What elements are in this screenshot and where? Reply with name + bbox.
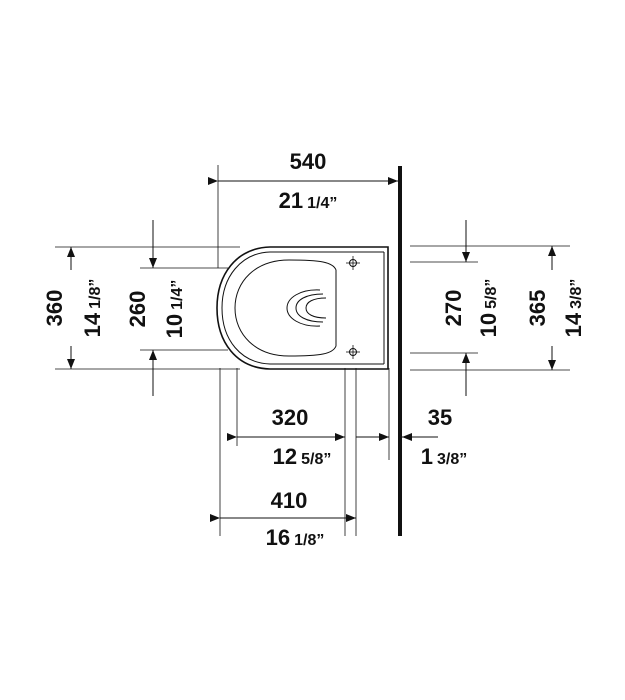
dimension-back-width: 270 105/8” [410, 220, 501, 396]
outlet-icon [286, 289, 327, 327]
seat-width-mm: 360 [42, 290, 67, 327]
back-width-inch: 105/8” [476, 279, 501, 338]
rim-width-mm: 260 [125, 291, 150, 328]
wall [398, 166, 402, 536]
overall-length-mm: 540 [290, 149, 327, 174]
seat-width-inch: 141/8” [80, 279, 105, 338]
back-width-mm: 270 [441, 290, 466, 327]
fixing-hole-icon [346, 256, 360, 270]
rim-width-inch: 101/4” [162, 280, 187, 339]
fixing-hole-icon [346, 345, 360, 359]
mount-width-inch: 143/8” [561, 279, 586, 338]
mount-width-mm: 365 [525, 290, 550, 327]
fixing-distance-mm: 320 [272, 405, 309, 430]
wall-offset-mm: 35 [428, 405, 452, 430]
dimension-rim-width: 260 101/4” [125, 220, 228, 396]
dimension-mount-width: 365 143/8” [410, 245, 586, 371]
toilet-top-view [216, 246, 389, 370]
bowl-depth-mm: 410 [271, 488, 308, 513]
dimension-seat-width: 360 141/8” [42, 246, 240, 370]
